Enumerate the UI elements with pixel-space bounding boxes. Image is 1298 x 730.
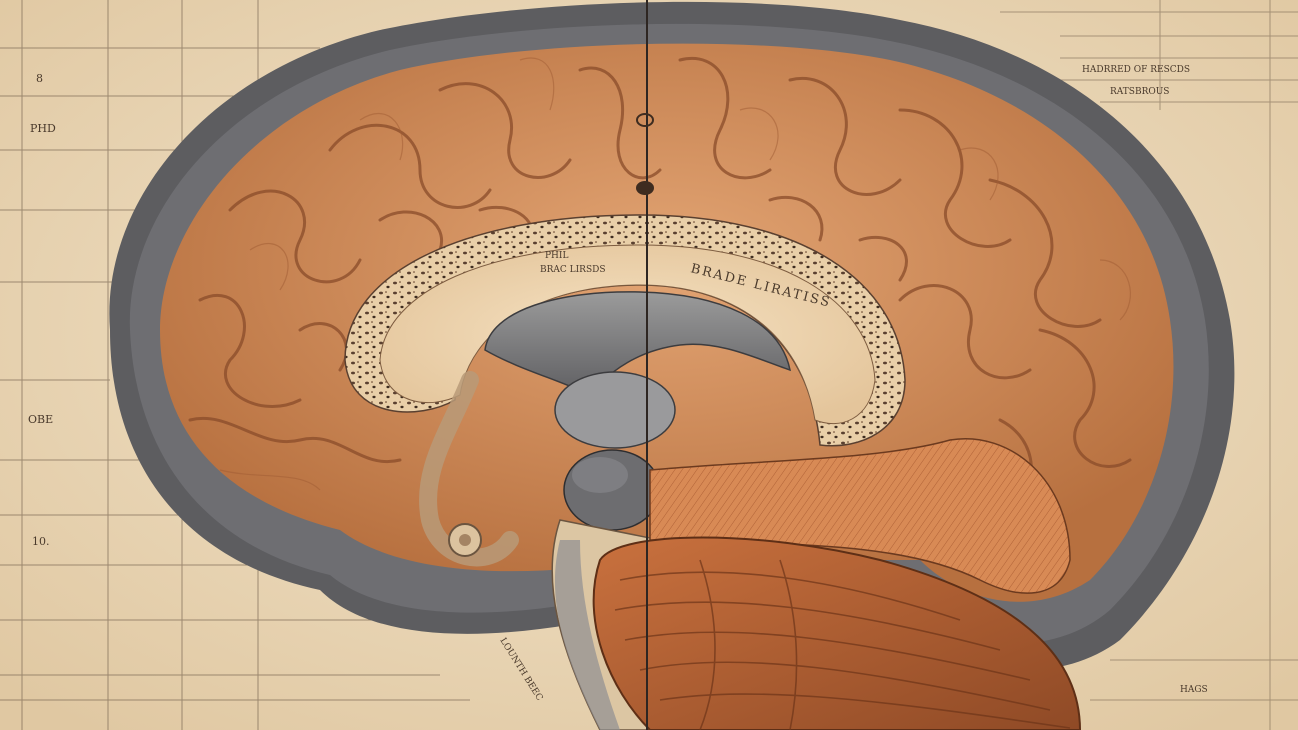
margin-label-10: 10. <box>32 535 50 548</box>
uncus-knob-center <box>459 534 471 546</box>
margin-label-phd: PHD <box>30 122 56 135</box>
inner-cream-region <box>379 244 876 425</box>
cerebellum <box>592 536 1082 730</box>
mammillary-highlight <box>572 457 628 493</box>
pons-tract-hatch <box>650 438 1070 594</box>
cerebellum-folia <box>614 559 1071 730</box>
brainstem-shadow <box>554 540 620 730</box>
fornix-arc <box>419 371 519 567</box>
brain-label-brac: BRAC LIRSDS <box>540 265 606 275</box>
margin-label-obe: OBE <box>28 413 53 426</box>
brain-label-phil: PHIL <box>545 251 568 261</box>
top-marker <box>636 113 654 127</box>
right-header-line-1: HADRRED OF RESCDS <box>1082 65 1190 75</box>
thalamus <box>554 371 676 449</box>
margin-label-8: 8 <box>36 72 43 85</box>
upper-marker <box>636 181 654 195</box>
gyri-fine-lines <box>219 57 1131 491</box>
bottom-right-label: HAGS <box>1180 685 1208 695</box>
right-grid <box>1000 0 1298 730</box>
right-header-line-2: RATSBROUS <box>1110 87 1169 97</box>
